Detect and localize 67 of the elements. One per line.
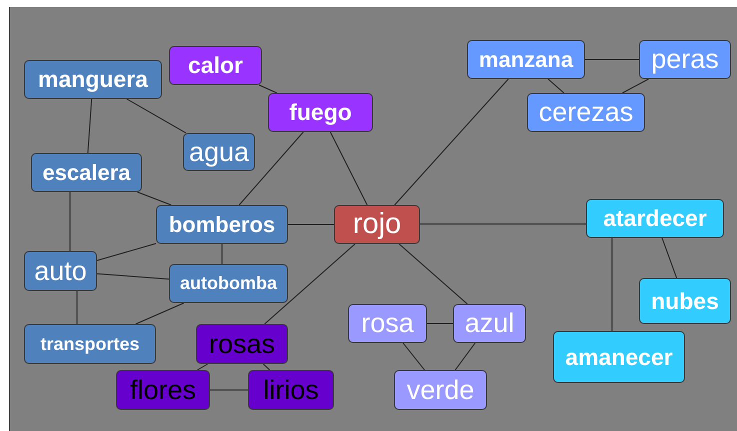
connector-line [76,290,78,324]
concept-label: transportes [40,334,140,354]
concept-label: azul [464,308,514,339]
concept-label: rosa [361,308,414,339]
connector-line [548,78,564,94]
concept-box [196,324,288,364]
concept-box [453,304,526,343]
connector-line [264,244,356,324]
connector-line [330,132,368,206]
concept-box [183,133,255,171]
connector-line [238,132,304,206]
concept-box [639,278,731,324]
concept-box [169,264,288,303]
concept-box [116,370,210,410]
connector-line [135,302,184,324]
concept-label: peras [651,44,719,75]
concept-box [348,304,427,343]
concept-box [553,331,685,383]
connector-line [196,364,208,370]
concept-box [31,153,142,192]
concept-label: escalera [42,160,131,186]
connector-line [394,78,509,206]
concept-box [248,370,334,410]
connector-line [398,244,468,304]
concept-label: manzana [478,46,574,72]
concept-label: atardecer [603,205,707,232]
concept-box [394,370,487,410]
concept-label: verde [406,374,474,406]
concept-box [639,40,731,79]
connector-line [426,323,454,324]
concept-label: bomberos [168,212,276,238]
concept-label: autobomba [180,273,277,294]
concept-label: auto [34,256,87,286]
concept-label: agua [188,136,250,168]
concept-label: flores [130,374,196,406]
concept-label: nubes [651,288,719,314]
connector-line [402,342,426,370]
concept-box [268,93,373,132]
concept-label: amanecer [565,344,673,370]
connector-line [622,78,650,94]
concept-label: lirios [263,374,319,406]
concept-label: cerezas [538,97,634,128]
concept-box [334,205,420,244]
connector-line [258,84,278,94]
concept-label: rosas [208,328,276,360]
concept-box [24,251,97,291]
connector-line [584,59,640,60]
connector-line [288,224,334,225]
connector-line [96,273,170,280]
connector-line [126,98,186,134]
connector-line [96,243,156,261]
concept-box [169,46,262,85]
concept-label: manguera [38,66,148,93]
concept-label: calor [188,52,243,79]
connector-line [454,342,476,370]
concept-box [24,60,162,99]
concept-label: rojo [352,208,402,241]
concept-box [527,93,645,132]
connector-line [87,98,92,154]
concept-box [156,205,288,244]
concept-box [467,40,585,79]
concept-label: fuego [289,99,352,126]
connector-line [662,238,678,278]
connector-line [262,364,270,370]
concept-box [586,199,724,238]
connector-line [136,192,172,206]
concept-box [24,324,156,364]
